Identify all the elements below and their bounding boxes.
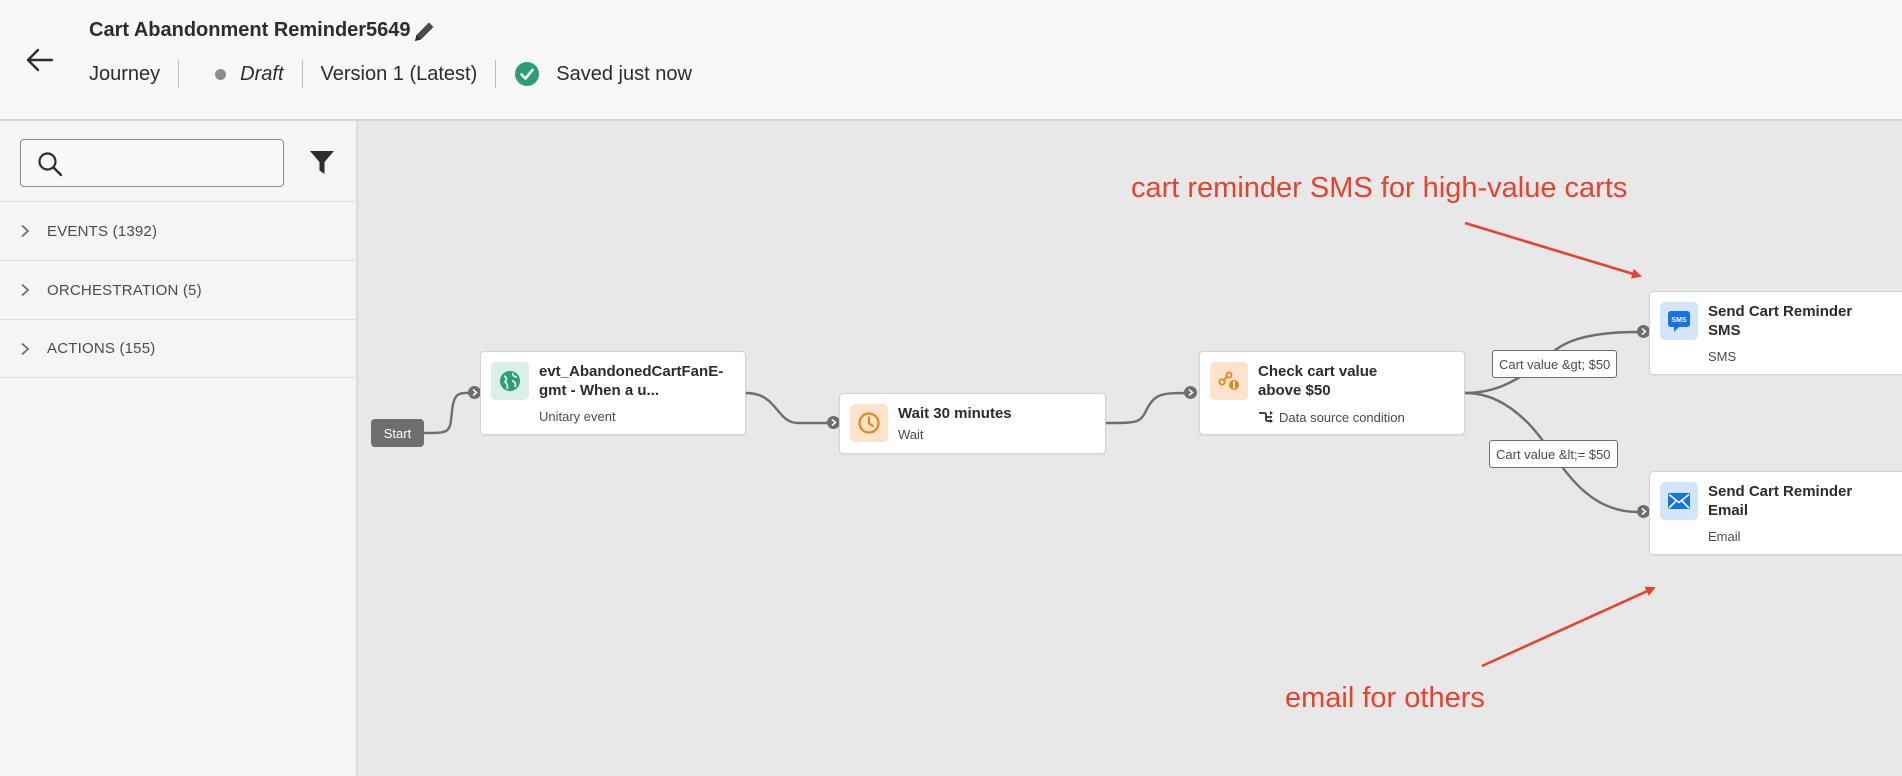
node-title-line: Send Cart Reminder <box>1708 303 1853 320</box>
save-status: Saved just now <box>556 62 692 85</box>
node-title-line: SMS <box>1708 322 1741 339</box>
palette-sidebar: EVENTS (1392) ORCHESTRATION (5) ACTIONS … <box>0 121 358 776</box>
chevron-right-icon <box>21 224 30 238</box>
journey-type: Journey <box>89 62 161 85</box>
wire-start-event <box>423 391 474 435</box>
node-title-line: Check cart value <box>1258 363 1378 380</box>
annotation-email: email for others <box>1285 682 1485 714</box>
status-dot <box>215 68 227 80</box>
edge-label-high-value[interactable]: Cart value &gt; $50 <box>1492 350 1618 378</box>
node-icon-wrap: SMS <box>1660 302 1698 340</box>
category-orchestration[interactable]: ORCHESTRATION (5) <box>0 260 356 319</box>
divider <box>495 60 497 88</box>
wire-event-wait <box>745 391 833 425</box>
journey-canvas[interactable]: Start evt_AbandonedCartFanE- gmt - When … <box>358 121 1902 776</box>
category-label: ORCHESTRATION (5) <box>47 281 202 299</box>
node-title: Send Cart Reminder Email <box>1708 482 1852 520</box>
email-icon <box>1668 493 1690 509</box>
node-icon-wrap <box>1660 482 1698 520</box>
input-port[interactable] <box>1184 386 1197 399</box>
node-subtitle: Data source condition <box>1279 409 1405 425</box>
clock-icon <box>858 412 880 434</box>
node-subtitle: Wait <box>898 427 924 442</box>
node-subtitle: Email <box>1708 529 1741 544</box>
branch-icon <box>1259 411 1273 423</box>
divider <box>301 60 303 88</box>
input-port[interactable] <box>1637 505 1650 518</box>
node-title-line: Email <box>1708 502 1749 519</box>
input-port[interactable] <box>468 386 481 399</box>
version-label[interactable]: Version 1 (Latest) <box>320 62 478 85</box>
node-title-line: Wait 30 minutes <box>898 405 1012 422</box>
node-title: evt_AbandonedCartFanE- gmt - When a u... <box>539 362 723 400</box>
wire-condition-email <box>1464 391 1639 514</box>
category-actions[interactable]: ACTIONS (155) <box>0 319 356 378</box>
node-subtitle: Unitary event <box>539 409 616 424</box>
node-title-line: Send Cart Reminder <box>1708 483 1853 500</box>
node-title-line: above $50 <box>1258 382 1331 399</box>
input-port[interactable] <box>1637 325 1650 338</box>
node-subtitle: SMS <box>1708 349 1737 364</box>
divider <box>178 60 180 88</box>
start-node[interactable]: Start <box>371 419 424 447</box>
search-icon <box>38 152 63 177</box>
node-subtitle-wrap: Data source condition <box>1258 409 1405 425</box>
event-node[interactable]: evt_AbandonedCartFanE- gmt - When a u...… <box>480 351 746 435</box>
sms-node[interactable]: SMS Send Cart Reminder SMS SMS <box>1649 291 1902 375</box>
chevron-right-icon <box>21 342 30 355</box>
category-label: EVENTS (1392) <box>47 222 158 240</box>
check-circle-icon <box>515 62 540 86</box>
chevron-right-icon <box>21 283 30 297</box>
node-title: Check cart value above $50 <box>1258 362 1377 400</box>
input-port[interactable] <box>827 416 840 429</box>
journey-title: Cart Abandonment Reminder5649 <box>89 19 411 41</box>
pencil-edit-icon[interactable] <box>410 18 438 46</box>
condition-icon <box>1218 371 1239 390</box>
edge-label-low-value[interactable]: Cart value &lt;= $50 <box>1489 440 1618 468</box>
category-events[interactable]: EVENTS (1392) <box>0 201 356 260</box>
search-input[interactable] <box>73 148 273 178</box>
journey-header: Cart Abandonment Reminder5649 Journey Dr… <box>0 0 1902 121</box>
journey-meta: Journey Draft Version 1 (Latest) Saved j… <box>89 60 692 88</box>
globe-icon <box>500 371 520 391</box>
status-label: Draft <box>240 62 284 85</box>
sms-icon: SMS <box>1668 311 1690 332</box>
node-title: Wait 30 minutes <box>898 404 1012 423</box>
node-title-line: evt_AbandonedCartFanE- <box>539 363 724 380</box>
search-field[interactable] <box>20 139 284 187</box>
wait-node[interactable]: Wait 30 minutes Wait <box>839 393 1106 454</box>
svg-text:SMS: SMS <box>1671 317 1687 324</box>
back-arrow-icon[interactable] <box>24 44 56 76</box>
condition-node[interactable]: Check cart value above $50 Data source c… <box>1199 351 1465 435</box>
category-label: ACTIONS (155) <box>47 340 156 357</box>
node-icon-wrap <box>850 404 888 442</box>
email-node[interactable]: Send Cart Reminder Email Email <box>1649 471 1902 555</box>
node-title: Send Cart Reminder SMS <box>1708 302 1852 340</box>
annotation-sms: cart reminder SMS for high-value carts <box>1131 172 1628 204</box>
node-icon-wrap <box>491 362 529 400</box>
wire-wait-condition <box>1105 391 1191 425</box>
connection-wires <box>423 330 1639 514</box>
node-title-line: gmt - When a u... <box>539 382 659 399</box>
filter-icon[interactable] <box>308 148 336 176</box>
node-icon-wrap <box>1210 362 1248 400</box>
